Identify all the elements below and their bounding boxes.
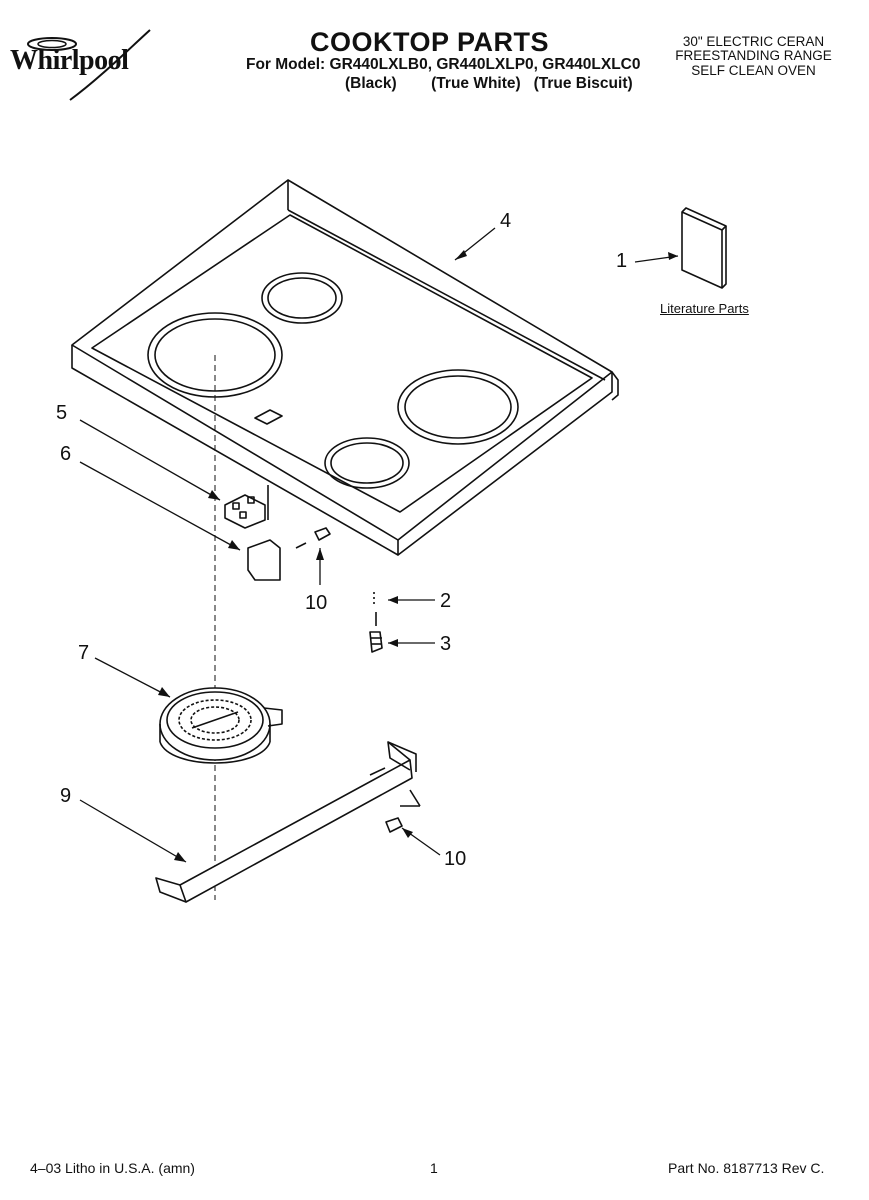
callout-5: 5 [56, 402, 68, 424]
screw-lower [385, 789, 421, 833]
burner-right-front [324, 437, 410, 489]
range-line-1: 30" ELECTRIC CERAN [682, 34, 825, 49]
model-numbers: For Model: GR440LXLB0, GR440LXLP0, GR440… [246, 56, 641, 73]
callout-4: 4 [500, 210, 512, 232]
bracket-part [247, 539, 281, 581]
burner-left-rear-inner [267, 277, 337, 319]
burner-left-rear [261, 272, 343, 324]
literature-parts-booklet [681, 207, 727, 289]
callout-7: 7 [78, 642, 90, 664]
page-title: COOKTOP PARTS [0, 27, 869, 58]
callout-10-upper: 10 [305, 592, 328, 614]
burner-right-rear [397, 369, 519, 445]
burner-right-front-inner [330, 442, 404, 484]
arrow-heads [158, 250, 678, 862]
leader-lines [79, 227, 679, 863]
burner-right-rear-inner [404, 375, 512, 439]
callout-2: 2 [440, 590, 452, 612]
whirlpool-swirl-graphic [27, 29, 151, 101]
clip-part [373, 592, 377, 626]
footer-part-number: Part No. 8187713 Rev C. [668, 1160, 825, 1176]
switch-part [224, 485, 269, 529]
brand-name: Whirlpool [10, 45, 129, 76]
callout-10-lower: 10 [444, 848, 467, 870]
callout-9: 9 [60, 785, 72, 807]
indicator-light-window [254, 409, 283, 425]
callout-1: 1 [616, 250, 628, 272]
radiant-element [159, 687, 283, 764]
cooktop-panel [71, 179, 619, 556]
support-bar [155, 741, 417, 903]
screw-part [369, 631, 383, 653]
range-line-3: SELF CLEAN OVEN [691, 63, 816, 78]
footer-litho: 4–03 Litho in U.S.A. (amn) [30, 1160, 195, 1176]
page-title-text: COOKTOP PARTS [309, 27, 550, 57]
literature-parts-label: Literature Parts [660, 301, 749, 316]
callout-6: 6 [60, 443, 72, 465]
callout-3: 3 [440, 633, 452, 655]
model-colors: (Black) (True White) (True Biscuit) [345, 75, 633, 92]
range-line-2: FREESTANDING RANGE [675, 48, 832, 63]
footer-page-number: 1 [430, 1160, 438, 1176]
screw-upper [295, 527, 331, 549]
whirlpool-logo [10, 28, 180, 108]
